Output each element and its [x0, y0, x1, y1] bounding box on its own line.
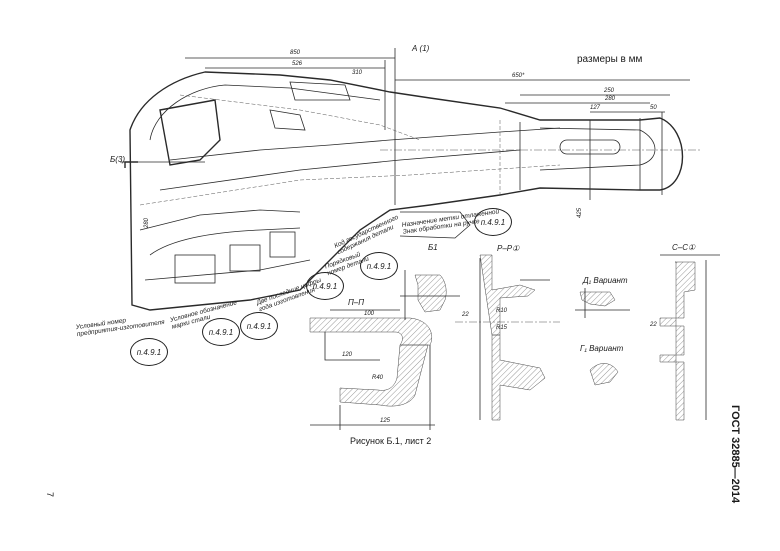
top-dimension-lines: [185, 48, 690, 205]
dim-526: 526: [292, 61, 303, 67]
variant-label-d: Д₁ Вариант: [583, 276, 628, 285]
dim-r40: R40: [372, 375, 384, 381]
dim-22: 22: [462, 312, 469, 318]
ref-circle-4: п.4.9.1: [240, 312, 278, 340]
section-b1: [400, 270, 460, 320]
view-label: А (1): [412, 44, 430, 53]
figure-caption: Рисунок Б.1, лист 2: [350, 436, 432, 446]
dim-650: 650*: [512, 73, 525, 79]
section-label-pp: П–П: [348, 298, 365, 307]
section-label-ss: С–С①: [672, 243, 696, 252]
dim-r10: R10: [496, 308, 508, 314]
section-rr: [455, 254, 560, 421]
dim-127: 127: [590, 105, 601, 111]
section-ss: [659, 254, 720, 421]
coupler-body: [129, 71, 684, 311]
dim-22b: 22: [650, 322, 657, 328]
section-label-b3: Б(3): [110, 155, 125, 164]
dim-425: 425: [577, 207, 584, 219]
shank: [380, 112, 700, 200]
page-number: 7: [45, 492, 55, 498]
dim-125: 125: [380, 418, 391, 424]
ref-circle-5: п.4.9.1: [202, 318, 240, 346]
units-note: размеры в мм: [577, 54, 643, 65]
ref-circle-1: п.4.9.1: [474, 208, 512, 236]
section-label-rr: Р–Р①: [497, 244, 520, 253]
ref-circle-3: п.4.9.1: [306, 272, 344, 300]
variant-label-g: Г₁ Вариант: [580, 344, 624, 353]
section-line-b: [120, 161, 205, 168]
section-label-b1: Б1: [428, 243, 438, 252]
ref-circle-6: п.4.9.1: [130, 338, 168, 366]
dim-280: 280: [605, 96, 616, 102]
dim-250: 250: [604, 88, 615, 94]
dim-310: 310: [352, 70, 363, 76]
dim-850: 850: [290, 50, 301, 56]
dim-280-vertical: 280: [144, 217, 151, 229]
variant-d: [575, 288, 630, 318]
dim-120: 120: [342, 352, 353, 358]
dim-r15: R15: [496, 325, 508, 331]
variant-g: [589, 363, 619, 386]
dim-100: 100: [364, 311, 375, 317]
ref-circle-2: п.4.9.1: [360, 252, 398, 280]
section-pp: [309, 309, 435, 430]
dim-50: 50: [650, 105, 657, 111]
standard-number: ГОСТ 32885—2014: [729, 405, 741, 504]
